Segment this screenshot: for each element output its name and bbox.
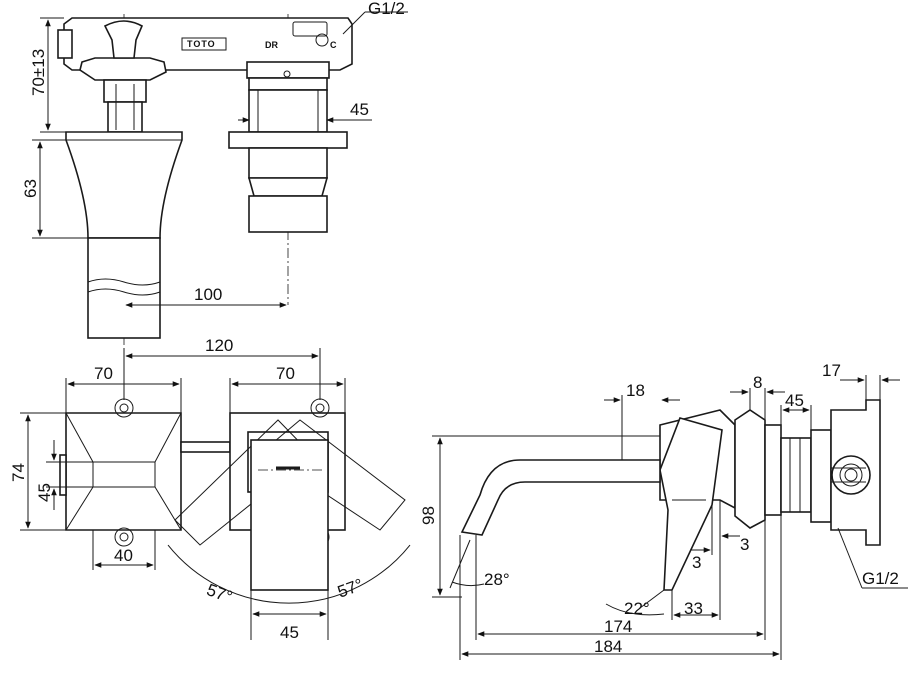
dim-18: 18 (626, 381, 645, 400)
dim-120: 120 (205, 336, 233, 355)
dim-45-front: 45 (35, 483, 54, 502)
dim-98: 98 (419, 506, 438, 525)
dim-45-sleeve: 45 (350, 100, 369, 119)
dim-3-b: 3 (740, 535, 749, 554)
dim-70-left: 70 (94, 364, 113, 383)
handle-mark-dr: DR (265, 40, 278, 50)
dim-40: 40 (114, 546, 133, 565)
dim-174: 174 (604, 617, 632, 636)
dim-74: 74 (9, 463, 28, 482)
dim-3-a: 3 (692, 553, 701, 572)
dim-45-bottom: 45 (280, 623, 299, 642)
side-view: 18 8 45 17 98 3 3 28° (419, 361, 908, 660)
spout-side (460, 459, 661, 536)
thread-label-top: G1/2 (368, 0, 405, 18)
dim-63: 63 (21, 179, 40, 198)
brand-plate (181, 37, 227, 51)
dim-70-right: 70 (276, 364, 295, 383)
dim-70pm13: 70±13 (29, 49, 48, 96)
thread-label-side: G1/2 (862, 569, 899, 588)
angle-22: 22° (624, 599, 650, 618)
handle-mark-c: C (330, 40, 337, 50)
angle-57-right: 57° (335, 575, 366, 602)
dim-184: 184 (594, 637, 622, 656)
dim-8: 8 (753, 373, 762, 392)
dim-45-side: 45 (785, 391, 804, 410)
spout-top (65, 131, 183, 239)
dim-100: 100 (194, 285, 222, 304)
dim-33: 33 (684, 599, 703, 618)
angle-28: 28° (484, 570, 510, 589)
brand-mark: TOTO (187, 39, 216, 49)
top-view: TOTO DR C G1/2 70±13 (21, 0, 408, 345)
angle-57-left: 57° (204, 580, 235, 607)
front-view: 120 70 70 57° 57° (9, 336, 411, 642)
dim-17: 17 (822, 361, 841, 380)
